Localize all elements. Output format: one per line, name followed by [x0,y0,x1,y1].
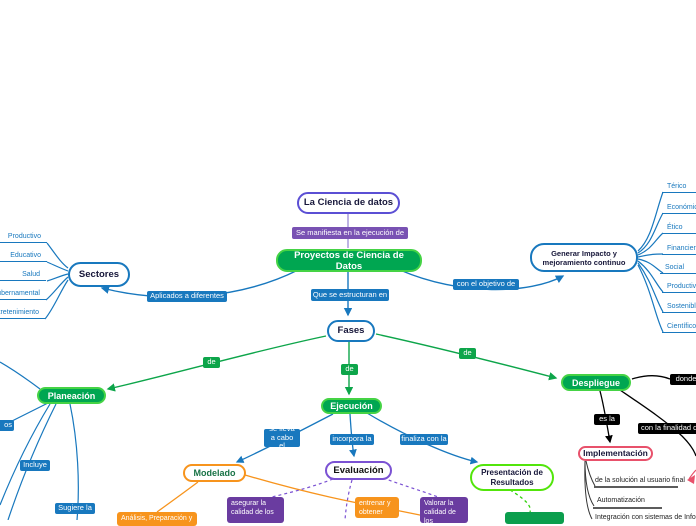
edge-label-finaliza-con-la[interactable]: finaliza con la [400,434,448,445]
edge-label-sugiere-la[interactable]: Sugiere la [55,503,95,514]
edge-label-de-planeacion[interactable]: de [203,357,220,368]
edge-label-de-despliegue[interactable]: de [459,348,476,359]
edge-label-donde[interactable]: donde [670,374,696,385]
edge-label-aplicados-a-diferentes[interactable]: Aplicados a diferentes [147,291,227,302]
node-proyectos-ciencia-datos[interactable]: Proyectos de Ciencia de Datos [276,249,422,272]
node-planeacion[interactable]: Planeación [37,387,106,404]
node-generar-impacto[interactable]: Generar Impacto y mejoramiento continuo [530,243,638,272]
box-analisis-preparacion[interactable]: Análisis, Preparación y [117,512,197,526]
edge-label-incorpora-la[interactable]: incorpora la [330,434,374,445]
box-entrenar-obtener[interactable]: entrenar y obtener [355,497,399,518]
edge-label-de-ejecucion[interactable]: de [341,364,358,375]
box-valorar-calidad[interactable]: Valorar la calidad de los [420,497,468,525]
leaf-implementacion-automatizacion[interactable]: Automatización [597,497,645,504]
node-sectores[interactable]: Sectores [68,262,130,287]
node-ejecucion[interactable]: Ejecución [321,398,382,414]
edge-label-partial-os[interactable]: os [0,420,14,431]
leaf-impacto-sostenible[interactable]: Sostenible [662,303,696,313]
leaf-impacto-productivo[interactable]: Productivo [662,283,696,293]
box-presentacion-detail[interactable] [505,512,564,524]
edge-label-se-lleva-a-cabo[interactable]: se lleva a cabo el [264,424,300,450]
edge-label-que-se-estructuran[interactable]: Que se estructuran en [311,289,389,301]
leaf-impacto-social[interactable]: Social [660,264,696,274]
leaf-impacto-financiero[interactable]: Financiero [662,245,696,255]
leaf-sector-gubernamental[interactable]: Gubernamental [0,290,46,300]
edge-label-con-el-objetivo[interactable]: con el objetivo de [453,279,519,290]
leaf-sector-entretenimiento[interactable]: Entretenimiento [0,309,45,319]
node-modelado[interactable]: Modelado [183,464,246,482]
leaf-impacto-economico[interactable]: Económico [662,204,696,214]
leaf-impacto-etico[interactable]: Ético [662,224,696,234]
edge-label-se-manifiesta[interactable]: Se manifiesta en la ejecución de [292,227,408,239]
edge-label-incluye[interactable]: Incluye [20,460,50,471]
leaf-impacto-cientifico[interactable]: Científico [662,323,696,333]
node-implementacion[interactable]: Implementación [578,446,653,461]
edge-label-con-la-finalidad[interactable]: con la finalidad de [638,423,696,434]
edge-label-es-la[interactable]: es la [594,414,620,425]
leaf-sector-salud[interactable]: Salud [0,271,46,281]
node-presentacion-resultados[interactable]: Presentación de Resultados [470,464,554,491]
node-despliegue[interactable]: Despliegue [561,374,631,391]
leaf-implementacion-solucion-usuario[interactable]: de la solución al usuario final [595,477,685,484]
leaf-sector-productivo[interactable]: Productivo [0,233,47,243]
node-evaluacion[interactable]: Evaluación [325,461,392,480]
leaf-impacto-terico[interactable]: Térico [662,183,696,193]
node-fases[interactable]: Fases [327,320,375,342]
leaf-implementacion-integracion[interactable]: Integración con sistemas de Infor [595,514,696,521]
node-la-ciencia-de-datos[interactable]: La Ciencia de datos [297,192,400,214]
box-asegurar-calidad[interactable]: asegurar la calidad de los [227,497,284,523]
leaf-sector-educativo[interactable]: Educativo [0,252,47,262]
